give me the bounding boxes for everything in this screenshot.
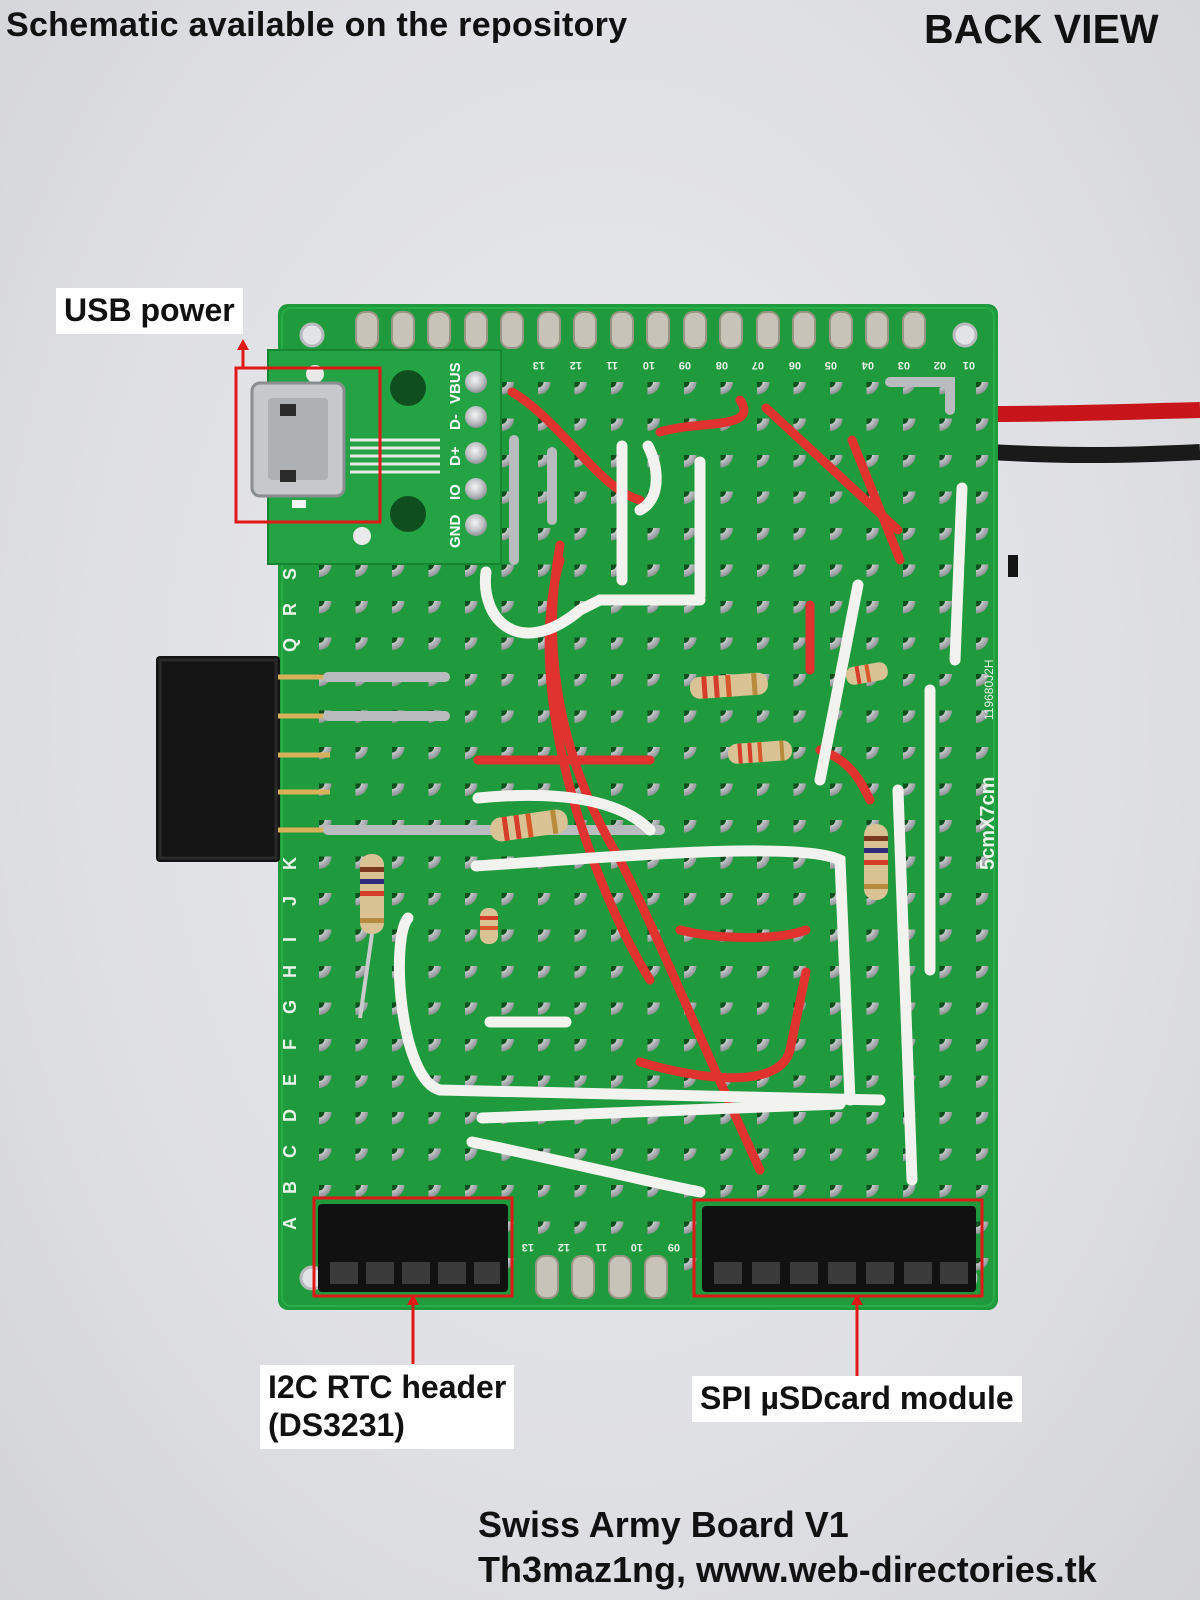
svg-text:G: G [280, 1000, 300, 1014]
i2c-rtc-label-line1: I2C RTC header [268, 1369, 507, 1405]
svg-text:E: E [280, 1074, 300, 1086]
rtc-header [318, 1204, 508, 1292]
svg-text:10: 10 [631, 1241, 643, 1253]
usb-power-label: USB power [56, 288, 243, 334]
svg-text:04: 04 [861, 359, 874, 371]
svg-text:K: K [280, 857, 300, 870]
spi-sd-label: SPI µSDcard module [692, 1376, 1022, 1422]
view-label: BACK VIEW [924, 6, 1159, 52]
svg-text:12: 12 [558, 1241, 570, 1253]
svg-text:10: 10 [643, 359, 655, 371]
svg-text:05: 05 [825, 359, 837, 371]
schematic-note: Schematic available on the repository [6, 6, 628, 44]
svg-text:11: 11 [606, 359, 618, 371]
svg-text:D: D [280, 1109, 300, 1122]
power-cable [989, 402, 1200, 577]
i2c-rtc-label-line2: (DS3231) [268, 1406, 405, 1443]
footer-title: Swiss Army Board V1 [478, 1504, 849, 1545]
svg-text:07: 07 [752, 359, 764, 371]
svg-text:J: J [280, 896, 300, 906]
svg-text:I: I [280, 937, 300, 942]
i2c-rtc-label: I2C RTC header (DS3231) [260, 1365, 515, 1449]
svg-text:5cmX7cm: 5cmX7cm [977, 777, 999, 870]
svg-text:A: A [280, 1217, 300, 1230]
svg-text:02: 02 [934, 359, 946, 371]
svg-text:13: 13 [522, 1241, 534, 1253]
svg-text:09: 09 [668, 1241, 680, 1253]
svg-text:08: 08 [716, 359, 728, 371]
svg-text:GND: GND [447, 515, 464, 549]
svg-text:F: F [280, 1039, 300, 1050]
svg-text:D+: D+ [447, 446, 464, 466]
svg-text:Q: Q [280, 638, 300, 652]
usb-breakout: VBUS D- D+ IO GND [250, 349, 502, 565]
svg-text:D-: D- [447, 414, 464, 430]
svg-text:IO: IO [447, 484, 464, 500]
svg-text:13: 13 [533, 359, 545, 371]
svg-text:11: 11 [595, 1241, 607, 1253]
svg-text:S: S [280, 568, 300, 580]
left-header [156, 656, 330, 862]
svg-text:B: B [280, 1181, 300, 1194]
usb-highlight-box [234, 366, 382, 524]
svg-text:03: 03 [898, 359, 910, 371]
svg-text:C: C [280, 1145, 300, 1158]
svg-text:VBUS: VBUS [447, 362, 464, 404]
sd-header [702, 1206, 976, 1292]
svg-text:R: R [280, 603, 300, 616]
svg-text:12: 12 [570, 359, 582, 371]
white-wires [393, 440, 968, 1198]
svg-text:01: 01 [963, 359, 975, 371]
callout-highlights [234, 346, 984, 1376]
svg-text:06: 06 [789, 359, 801, 371]
svg-text:09: 09 [679, 359, 691, 371]
svg-text:H: H [280, 965, 300, 978]
svg-text:119680J2H: 119680J2H [982, 660, 996, 721]
resistors [358, 662, 888, 1019]
sd-highlight-box [692, 1198, 984, 1298]
footer-credit: Th3maz1ng, www.web-directories.tk [478, 1549, 1097, 1590]
